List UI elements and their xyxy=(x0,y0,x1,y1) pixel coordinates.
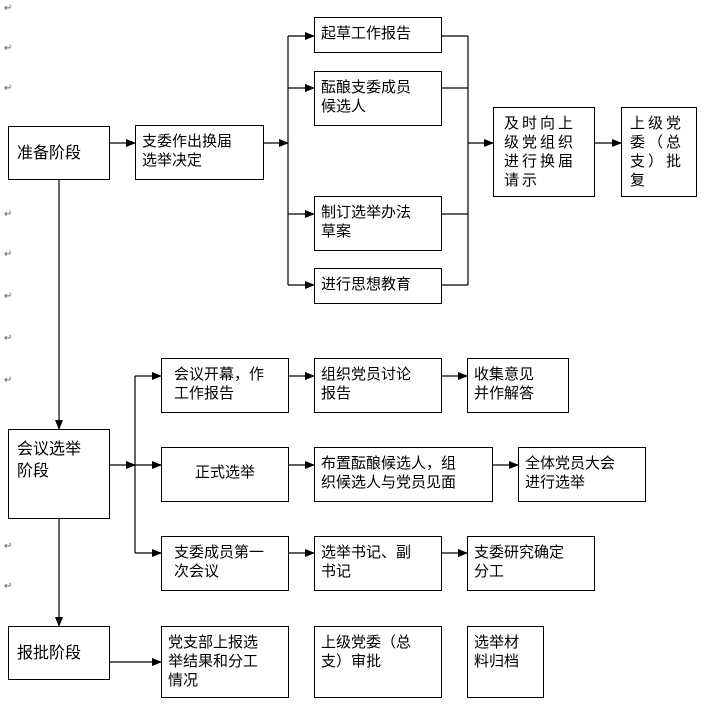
meeting-open-box: 会议开幕，作 工作报告 xyxy=(161,358,289,413)
paragraph-mark: ↵ xyxy=(4,209,13,220)
committee-decide-box: 支委作出换届 选举决定 xyxy=(135,125,264,180)
organize-discussion-box: 组织党员讨论 报告 xyxy=(314,358,442,413)
branch-report-box: 党支部上报选 举结果和分工 情况 xyxy=(161,626,289,698)
draft-report-box: 起草工作报告 xyxy=(314,17,442,53)
meeting-stage-box: 会议选举 阶段 xyxy=(8,429,110,519)
paragraph-mark: ↵ xyxy=(4,375,13,386)
elect-secretary-box: 选举书记、副 书记 xyxy=(314,536,442,591)
paragraph-mark: ↵ xyxy=(4,541,13,552)
assign-work-box: 支委研究确定 分工 xyxy=(467,536,595,591)
prep-stage-box: 准备阶段 xyxy=(8,126,110,180)
draft-method-box: 制订选举办法 草案 xyxy=(314,196,442,251)
thought-education-box: 进行思想教育 xyxy=(314,268,442,304)
collect-opinions-box: 收集意见 并作解答 xyxy=(467,358,569,413)
paragraph-mark: ↵ xyxy=(4,291,13,302)
superior-review-box: 上级党委（总 支）审批 xyxy=(314,626,442,698)
report-stage-box: 报批阶段 xyxy=(8,626,110,680)
archive-box: 选举材 料归档 xyxy=(467,626,544,698)
paragraph-mark: ↵ xyxy=(4,249,13,260)
paragraph-mark: ↵ xyxy=(4,83,13,94)
superior-approval-box: 上级党 委（总 支）批 复 xyxy=(621,107,697,197)
first-meeting-box: 支委成员第一 次会议 xyxy=(161,536,289,591)
paragraph-mark: ↵ xyxy=(4,581,13,592)
formal-election-box: 正式选举 xyxy=(161,447,289,502)
deliberate-candidates-box: 酝酿支委成员 候选人 xyxy=(314,71,442,126)
general-assembly-box: 全体党员大会 进行选举 xyxy=(518,447,646,502)
arrange-candidates-box: 布置酝酿候选人，组 织候选人与党员见面 xyxy=(314,447,493,502)
timely-request-box: 及时向上 级党组织 进行换届 请示 xyxy=(493,107,595,197)
paragraph-mark: ↵ xyxy=(4,43,13,54)
paragraph-mark: ↵ xyxy=(4,3,13,14)
paragraph-mark: ↵ xyxy=(4,333,13,344)
